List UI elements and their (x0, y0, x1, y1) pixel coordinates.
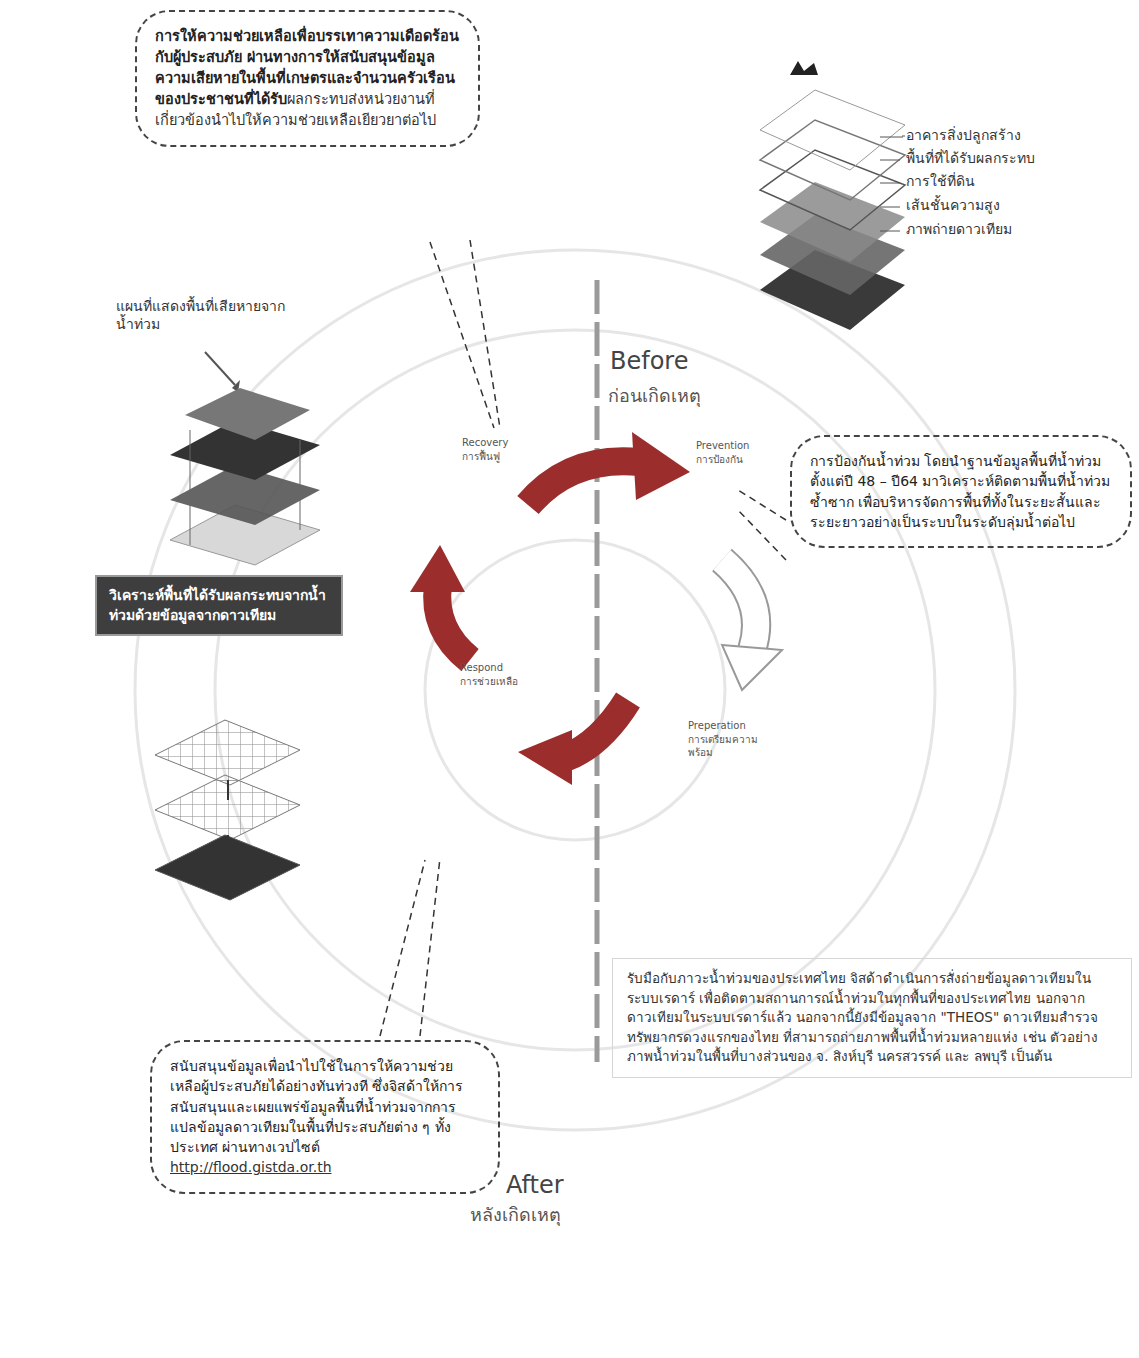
callout-leader (380, 240, 786, 1036)
annotation-label: การฟื้นฟู (462, 451, 500, 464)
flood-map-stack (170, 352, 320, 565)
callout-text: สนับสนุนข้อมูลเพื่อนำไปใช้ในการให้ความช่… (170, 1058, 463, 1155)
time-divider (595, 280, 600, 1062)
callout-subtext: http://flood.gistda.or.th (170, 1157, 480, 1177)
annotation-label: Recovery (462, 437, 508, 450)
annotation-label: เส้นชั้นความสูง (906, 197, 1000, 215)
cycle-arrows (410, 432, 782, 785)
annotation-label: Respond (460, 662, 503, 675)
annotation-label: การป้องกัน (696, 454, 743, 467)
callout-box: การป้องกันน้ำท่วม โดยนำฐานข้อมูลพื้นที่น… (790, 435, 1132, 548)
annotation-label: การใช้ที่ดิน (906, 173, 975, 191)
grid-stack (155, 720, 300, 900)
annotation-label: การเตรียมความพร้อม (688, 734, 758, 759)
callout-text: วิเคราะห์พื้นที่ได้รับผลกระทบจากน้ำท่วมด… (109, 587, 326, 623)
callout-box: การให้ความช่วยเหลือเพื่อบรรเทาความเดือดร… (135, 10, 480, 147)
annotation-label: พื้นที่ที่ได้รับผลกระทบ (906, 150, 1035, 168)
annotation-label: Prevention (696, 440, 749, 453)
process-box: วิเคราะห์พื้นที่ได้รับผลกระทบจากน้ำท่วมด… (95, 575, 343, 636)
annotation-label: ภาพถ่ายดาวเทียม (906, 221, 1012, 239)
layer-stack (760, 61, 905, 330)
phase-label: After (506, 1170, 564, 1200)
phase-label: ก่อนเกิดเหตุ (608, 385, 701, 408)
phase-label: Before (610, 346, 688, 376)
callout-box: สนับสนุนข้อมูลเพื่อนำไปใช้ในการให้ความช่… (150, 1040, 500, 1194)
annotation-label: Preperation (688, 720, 746, 733)
callout-text: การป้องกันน้ำท่วม โดยนำฐานข้อมูลพื้นที่น… (810, 453, 1110, 530)
annotation-label: อาคารสิ่งปลูกสร้าง (906, 127, 1021, 145)
phase-label: หลังเกิดเหตุ (470, 1204, 561, 1227)
annotation-label: แผนที่แสดงพื้นที่เสียหายจากน้ำท่วม (116, 298, 286, 333)
callout-text: รับมือกับภาวะน้ำท่วมของประเทศไทย จิสด้าด… (627, 970, 1098, 1064)
text-box: รับมือกับภาวะน้ำท่วมของประเทศไทย จิสด้าด… (612, 958, 1132, 1078)
annotation-label: การช่วยเหลือ (460, 676, 518, 689)
